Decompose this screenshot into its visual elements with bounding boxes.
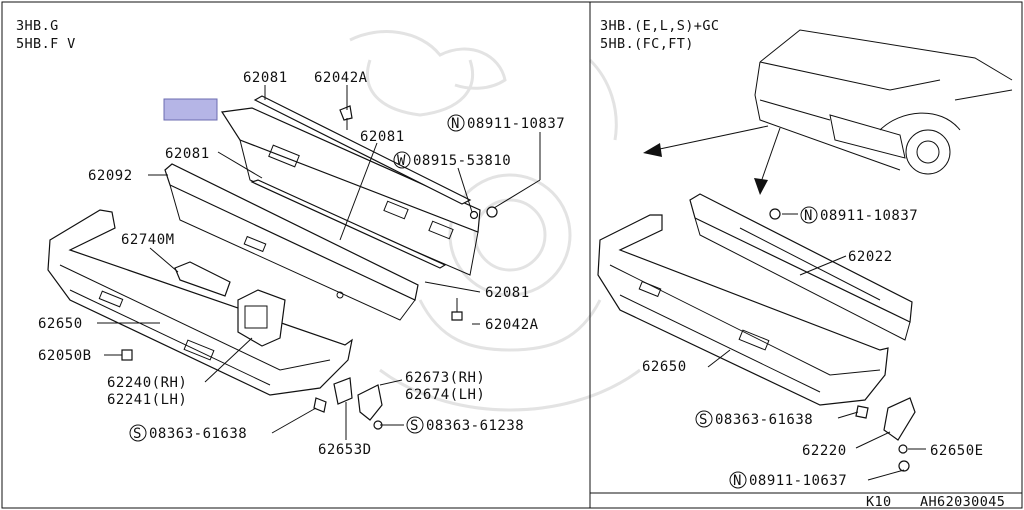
bolt-62042A-top	[339, 105, 353, 130]
bolt-62042A-lower	[451, 298, 463, 321]
label-62081-top: 62081	[243, 70, 288, 86]
washer-08915	[469, 210, 479, 220]
symbol-W-circle: W	[393, 151, 411, 169]
label-62650E: 62650E	[930, 443, 984, 459]
label-62740M: 62740M	[121, 232, 175, 248]
label-62042A-top: 62042A	[314, 70, 368, 86]
label-08363-61638-right: 08363-61638	[715, 412, 813, 428]
label-62220: 62220	[802, 443, 847, 459]
label-62081-left: 62081	[165, 146, 210, 162]
svg-text:S: S	[133, 426, 142, 442]
label-08363-61238: 08363-61238	[426, 418, 524, 434]
label-08915-53810: 08915-53810	[413, 153, 511, 169]
svg-text:W: W	[397, 153, 406, 169]
car-front-sketch	[754, 29, 1013, 175]
footer-section: K10	[866, 494, 892, 510]
nut-08911-left	[486, 206, 498, 218]
label-62653D: 62653D	[318, 442, 372, 458]
strip-62081-top	[253, 95, 472, 205]
bolt-08363-left	[313, 397, 327, 413]
label-08363-61638-left: 08363-61638	[149, 426, 247, 442]
svg-text:N: N	[451, 116, 460, 132]
label-62042A-lower: 62042A	[485, 317, 539, 333]
nut-08911-10637	[898, 460, 910, 472]
label-08911-10637: 08911-10637	[749, 473, 847, 489]
left-header-line2: 5HB.F V	[16, 36, 76, 52]
highlight-marker	[163, 98, 218, 121]
label-62081-mid: 62081	[360, 129, 405, 145]
arrow-to-bumper	[759, 127, 781, 186]
symbol-N-circle-bottom: N	[729, 471, 747, 489]
bracket-62220	[883, 397, 916, 441]
bracket-62740M	[174, 261, 231, 297]
symbol-S-circle-mid: S	[406, 416, 424, 434]
label-08911-10837-left: 08911-10837	[467, 116, 565, 132]
label-62050B: 62050B	[38, 348, 92, 364]
label-62022: 62022	[848, 249, 893, 265]
svg-text:S: S	[699, 412, 708, 428]
nut-08911-right	[769, 208, 781, 220]
leader-lines-right	[707, 213, 926, 481]
label-62092: 62092	[88, 168, 133, 184]
label-62081-lower: 62081	[485, 285, 530, 301]
grille-62092	[164, 163, 419, 321]
bracket-62653D	[333, 377, 353, 405]
right-header-line2: 5HB.(FC,FT)	[600, 36, 694, 52]
arrow-to-left	[654, 125, 769, 151]
symbol-S-circle-right: S	[695, 410, 713, 428]
clip-62050B	[121, 349, 133, 361]
label-62650-left: 62650	[38, 316, 83, 332]
leader-lines-left	[97, 85, 541, 440]
duct-62240	[237, 289, 286, 347]
symbol-S-circle-left: S	[129, 424, 147, 442]
label-62673: 62673(RH)	[405, 370, 485, 386]
watermark-emblem	[349, 30, 641, 412]
symbol-N-circle-right: N	[800, 206, 818, 224]
clip-62650E	[898, 444, 908, 454]
svg-text:S: S	[410, 418, 419, 434]
label-62241: 62241(LH)	[107, 392, 187, 408]
bumper-62650-left	[47, 209, 353, 396]
label-08911-10837-right: 08911-10837	[820, 208, 918, 224]
bracket-62673	[357, 384, 383, 421]
right-header-line1: 3HB.(E,L,S)+GC	[600, 18, 719, 34]
strip-62081-left	[250, 179, 447, 269]
symbol-N-circle-left: N	[447, 114, 465, 132]
label-62674: 62674(LH)	[405, 387, 485, 403]
arrow-head-down	[754, 178, 768, 195]
reinforcement-62022	[689, 193, 913, 341]
label-62650-right: 62650	[642, 359, 687, 375]
arrow-head-left	[643, 143, 662, 157]
bumper-62650-right	[597, 214, 889, 406]
svg-text:N: N	[804, 208, 813, 224]
footer-code: AH62030045	[920, 494, 1005, 510]
label-62240: 62240(RH)	[107, 375, 187, 391]
left-header-line1: 3HB.G	[16, 18, 59, 34]
svg-text:N: N	[733, 473, 742, 489]
